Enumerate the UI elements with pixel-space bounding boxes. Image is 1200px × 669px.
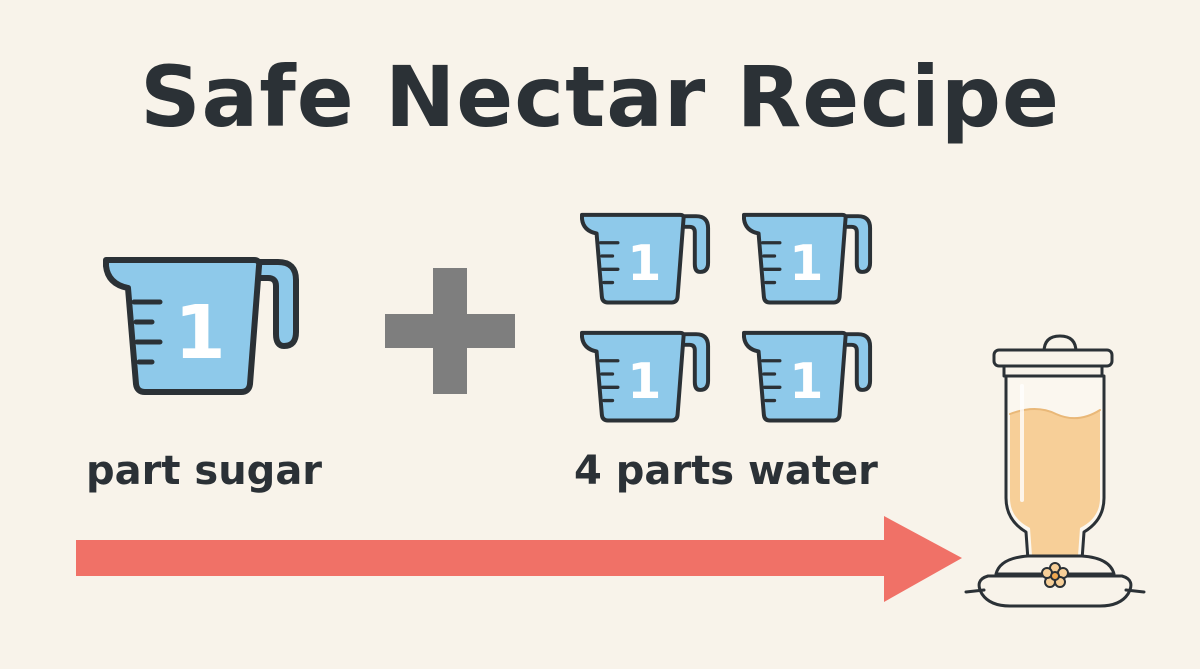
plus-icon — [385, 268, 515, 394]
water-measuring-cup-icon: 1 — [740, 326, 886, 426]
flower-icon — [1041, 562, 1069, 588]
sugar-label: part sugar — [86, 448, 323, 494]
water-measuring-cup-icon: 1 — [578, 208, 724, 308]
sugar-cup-number: 1 — [174, 290, 226, 376]
water-cup-number: 1 — [789, 234, 823, 292]
page-title: Safe Nectar Recipe — [140, 48, 1060, 146]
water-cup-number: 1 — [627, 234, 661, 292]
water-label: 4 parts water — [574, 448, 878, 494]
sugar-measuring-cup-icon: 1 — [100, 250, 320, 400]
water-measuring-cup-icon: 1 — [578, 326, 724, 426]
water-cup-number: 1 — [789, 352, 823, 410]
water-cup-number: 1 — [627, 352, 661, 410]
water-measuring-cup-icon: 1 — [740, 208, 886, 308]
